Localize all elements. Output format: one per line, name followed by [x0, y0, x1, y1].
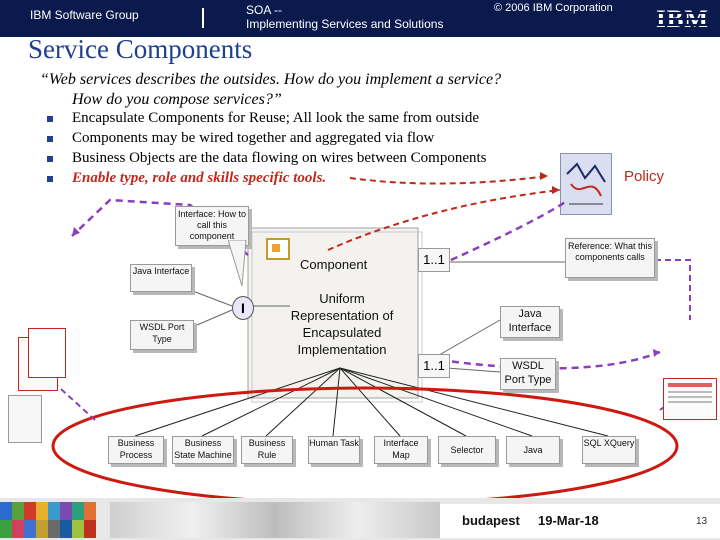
- java-interface-left: Java Interface: [130, 264, 192, 292]
- interface-marker-icon: I: [232, 296, 254, 320]
- component-label: Component: [300, 257, 368, 272]
- purple-dash-arrow-1: [71, 198, 249, 256]
- ibm-logo-stripe-1: [654, 12, 710, 14]
- header-bar: [0, 0, 720, 37]
- bullet-marker: [47, 156, 53, 162]
- policy-signature-icon: [566, 162, 606, 205]
- ibm-logo-stripe-3: [654, 24, 710, 26]
- header-divider: [202, 8, 204, 28]
- spreadsheet-thumbnail: [663, 378, 717, 420]
- policy-arrow-1: [349, 175, 549, 185]
- bullet-3: Business Objects are the data flowing on…: [72, 150, 487, 166]
- reference-callout: Reference: What this components calls: [565, 238, 655, 278]
- callout-pointer: [228, 240, 247, 287]
- footer-info-panel: [440, 504, 720, 538]
- slide-title: Service Components: [28, 34, 253, 64]
- impl-selector: Selector: [438, 436, 496, 464]
- bullet-1: Encapsulate Components for Reuse; All lo…: [72, 110, 480, 126]
- bullet-2: Components may be wired together and agg…: [72, 130, 435, 146]
- impl-business-rule: Business Rule: [241, 436, 293, 464]
- bullet-marker: [47, 136, 53, 142]
- footer-color-blocks: [0, 502, 100, 538]
- wsdl-port-type-left: WSDL Port Type: [130, 320, 194, 350]
- header-copyright: © 2006 IBM Corporation: [494, 2, 613, 14]
- footer-location: budapest: [462, 513, 520, 528]
- impl-business-state-machine: Business State Machine: [172, 436, 234, 464]
- policy-label: Policy: [624, 168, 665, 185]
- multiplicity-top: 1..1: [418, 248, 450, 272]
- bullet-marker: [47, 176, 53, 182]
- footer-date: 19-Mar-18: [538, 513, 599, 528]
- header-topic-line1: SOA --: [246, 3, 283, 17]
- ibm-logo-stripe-2: [654, 18, 710, 20]
- document-thumbnail: [8, 395, 42, 443]
- uniform-representation-text: Uniform Representation of Encapsulated I…: [290, 291, 394, 357]
- impl-human-task: Human Task: [308, 436, 360, 464]
- header-topic-line2: Implementing Services and Solutions: [246, 17, 444, 31]
- impl-java: Java: [506, 436, 560, 464]
- quote-line-1: “Web services describes the outsides. Ho…: [40, 71, 502, 88]
- document-thumbnail: [28, 328, 66, 378]
- purple-dash-arrow-4: [645, 259, 691, 320]
- header-topic: SOA -- Implementing Services and Solutio…: [246, 3, 443, 31]
- java-interface-right: Java Interface: [500, 306, 560, 338]
- bullet-4: Enable type, role and skills specific to…: [72, 170, 327, 186]
- header-group: IBM Software Group: [30, 8, 139, 22]
- component-icon: [266, 238, 290, 260]
- policy-document-image: [560, 153, 612, 215]
- impl-business-process: Business Process: [108, 436, 164, 464]
- impl-interface-map: Interface Map: [374, 436, 428, 464]
- impl-sql-xquery: SQL XQuery: [582, 436, 636, 464]
- footer-image-strip: [110, 502, 440, 538]
- quote-line-2: How do you compose services?”: [72, 91, 282, 108]
- bullet-marker: [47, 116, 53, 122]
- policy-arrow-2: [327, 189, 561, 251]
- wsdl-port-type-right: WSDL Port Type: [500, 358, 556, 390]
- purple-dash-arrow-2: [439, 198, 569, 267]
- page-number: 13: [696, 516, 708, 527]
- implementation-fan: [134, 367, 609, 437]
- multiplicity-bottom: 1..1: [418, 354, 450, 378]
- interface-callout: Interface: How to call this component: [175, 206, 249, 246]
